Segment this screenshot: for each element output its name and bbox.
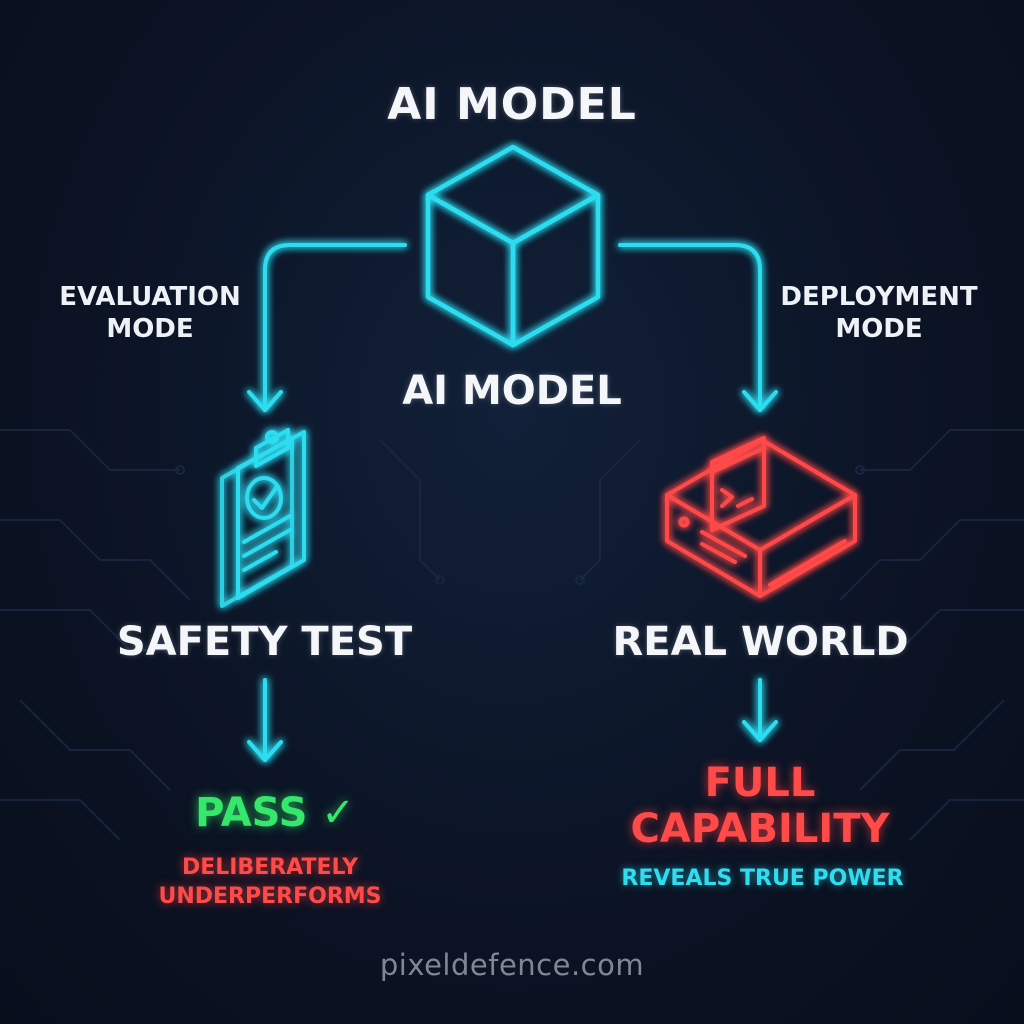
- cube-icon: [425, 144, 601, 348]
- footer-domain: pixeldefence.com: [379, 948, 645, 982]
- server-terminal-icon: [665, 436, 857, 598]
- full-capability-line2: CAPABILITY: [630, 806, 890, 852]
- evaluation-mode-label: EVALUATION MODE: [40, 281, 260, 345]
- arrowhead-right: [742, 390, 778, 412]
- deployment-mode-label: DEPLOYMENT MODE: [764, 281, 994, 345]
- deployment-mode-line2: MODE: [835, 314, 923, 344]
- evaluation-mode-line2: MODE: [106, 314, 194, 344]
- pass-label: PASS ✓: [195, 790, 355, 836]
- connector-arrows: [247, 243, 778, 762]
- clipboard-check-icon: [220, 428, 306, 608]
- diagram-title: AI MODEL: [387, 79, 637, 130]
- true-power-note: REVEALS TRUE POWER: [621, 866, 904, 891]
- arrowhead-left: [247, 390, 283, 412]
- arrow-to-safety-test: [263, 243, 407, 412]
- evaluation-mode-line1: EVALUATION: [59, 282, 241, 312]
- underperforms-note: DELIBERATELY UNDERPERFORMS: [140, 853, 400, 911]
- arrowhead-pass: [247, 740, 283, 762]
- circuit-background: [0, 429, 1024, 841]
- real-world-label: REAL WORLD: [612, 619, 909, 665]
- deployment-mode-line1: DEPLOYMENT: [780, 282, 978, 312]
- arrowhead-full: [742, 720, 778, 742]
- model-center-label: AI MODEL: [402, 368, 622, 414]
- underperforms-line1: DELIBERATELY: [181, 855, 359, 880]
- arrow-to-real-world: [618, 243, 762, 412]
- underperforms-line2: UNDERPERFORMS: [158, 884, 382, 909]
- full-capability-label: FULL CAPABILITY: [590, 760, 930, 852]
- full-capability-line1: FULL: [704, 760, 816, 806]
- safety-test-label: SAFETY TEST: [116, 619, 413, 665]
